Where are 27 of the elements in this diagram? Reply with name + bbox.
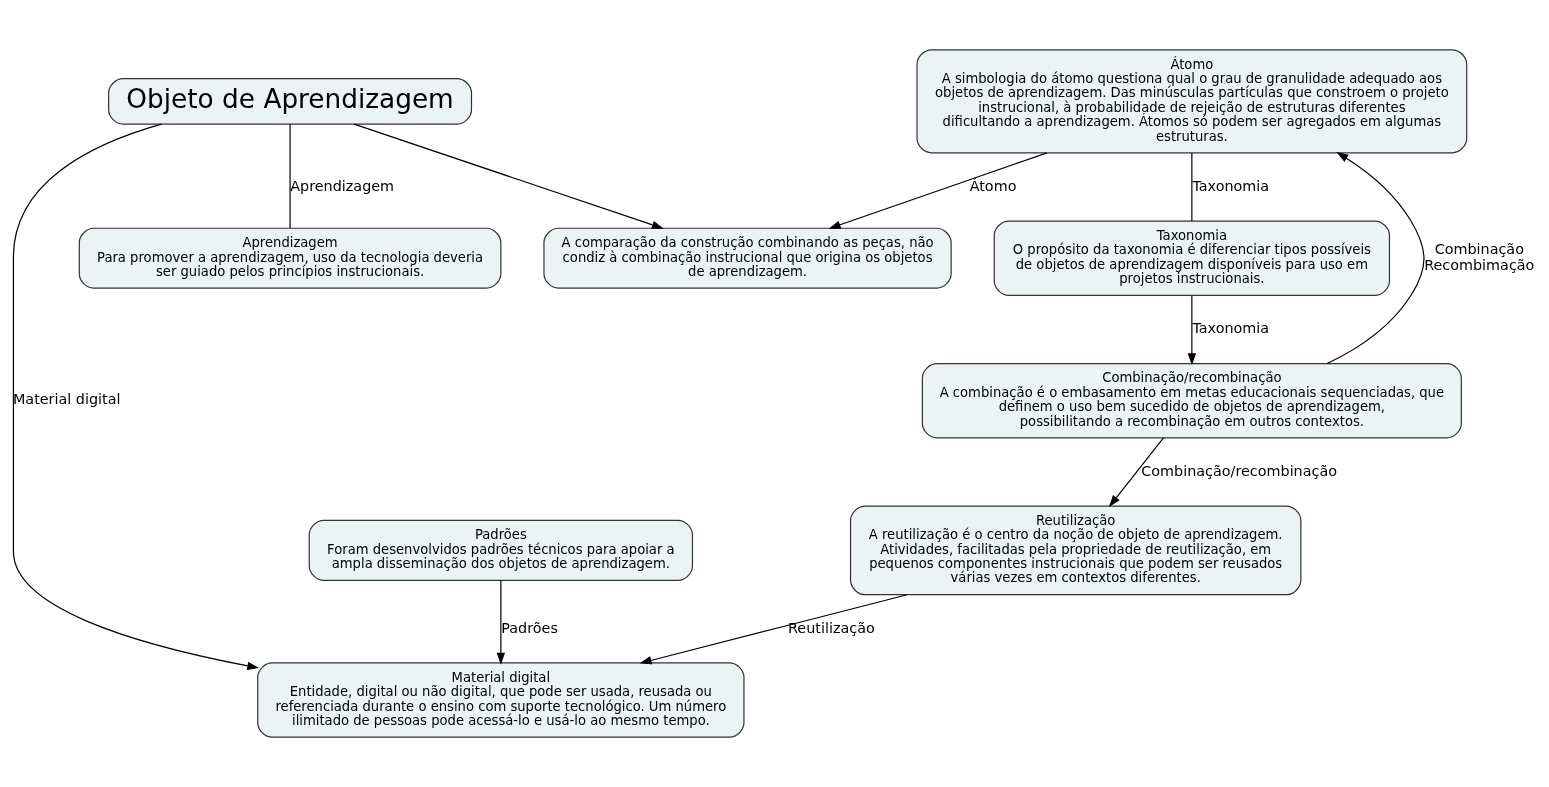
edge-label: Material digital: [12, 391, 121, 408]
node-box: A comparação da construção combinando as peças, não condiz à combinação instrucional que origina os objetos de aprendizagem.: [543, 227, 952, 289]
arrow: [12, 123, 260, 670]
edge-label: Combinação/recombinação: [1141, 462, 1338, 479]
edge-label: Átomo: [969, 177, 1017, 194]
edge-label: Reutilização: [788, 619, 875, 636]
arrow: [639, 594, 908, 665]
node-box: Material digital Entidade, digital ou não digital, que pode ser usada, reusada ou referenciada durante o ensino com suporte tecnológico. Um número ilimitado de pessoas pode acessá-lo e usá-lo ao mesmo tempo.: [257, 662, 745, 738]
node-box: Aprendizagem Para promover a aprendizagem, uso da tecnologia deveria ser guiado pelos princípios instrucionais.: [78, 227, 502, 289]
connector: [289, 123, 291, 229]
edge-label: Combinação Recombimação: [1424, 241, 1535, 273]
node-box: Objeto de Aprendizagem: [108, 77, 473, 125]
arrow: [1326, 152, 1425, 365]
arrow: [1108, 437, 1165, 508]
arrow: [353, 123, 664, 229]
arrow: [828, 152, 1048, 229]
arrow: [1187, 294, 1197, 366]
node-box: Padrões Foram desenvolvidos padrões técnicos para apoiar a ampla disseminação dos objetos de aprendizagem.: [308, 519, 694, 581]
edge-label: Taxonomia: [1192, 320, 1270, 337]
node-box: Átomo A simbologia do átomo questiona qual o grau de granulidade adequado aos objetos de aprendizagem. Das minúsculas partículas que constroem o projeto instrucional, à probabilidade de rejeição de estruturas diferentes dificultando a aprendizagem. Átomos só podem ser agregados em algumas estruturas.: [916, 49, 1468, 154]
connector: [1191, 152, 1193, 222]
arrow: [496, 579, 506, 665]
node-box: Combinação/recombinação A combinação é o embasamento em metas educacionais sequenciadas, que definem o uso bem sucedido de objetos de aprendizagem, possibilitando a recombinação em outros contextos.: [921, 362, 1462, 439]
edge-label: Padrões: [501, 619, 558, 636]
node-box: Taxonomia O propósito da taxonomia é diferenciar tipos possíveis de objetos de aprendizagem disponíveis para uso em projetos instrucionais.: [993, 220, 1391, 296]
edge-label: Taxonomia: [1192, 177, 1270, 194]
node-box: Reutilização A reutilização é o centro da noção de objeto de aprendizagem. Atividades, facilitadas pela propriedade de reutilização, em pequenos componentes instrucionais que podem ser reusados várias vezes em contextos diferentes.: [849, 505, 1302, 596]
